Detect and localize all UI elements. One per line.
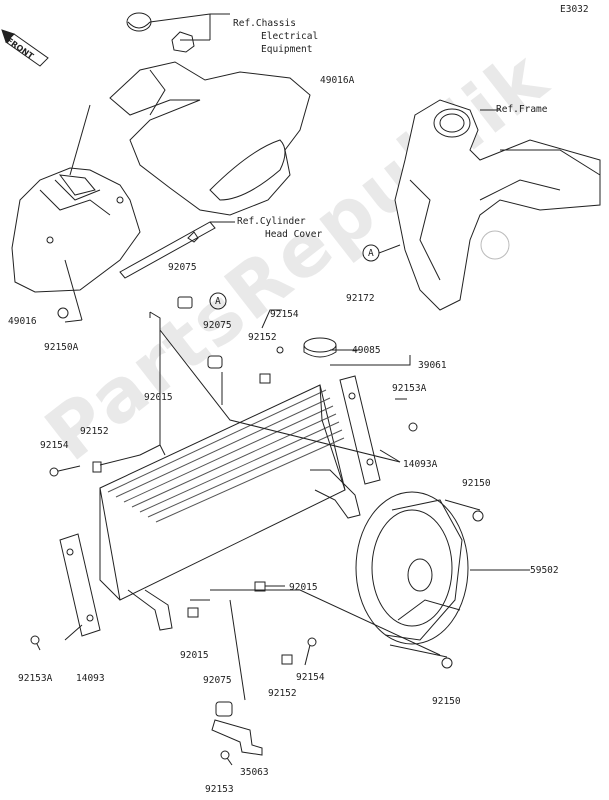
- callout-92154-left[interactable]: 92154: [40, 440, 69, 451]
- callout-92153A-left[interactable]: 92153A: [18, 673, 53, 684]
- ref-cylinder-line2: Head Cover: [265, 229, 323, 240]
- marker-a-left: A: [215, 296, 221, 307]
- callout-92075-bottom[interactable]: 92075: [203, 675, 232, 686]
- callout-92150A[interactable]: 92150A: [44, 342, 79, 353]
- radiator-cap-icon: [303, 337, 337, 358]
- callout-92150-bottom[interactable]: 92150: [432, 696, 461, 707]
- grommet-icon: [177, 296, 233, 717]
- callout-92152-top[interactable]: 92152: [248, 332, 277, 343]
- bracket-35063-icon: [211, 719, 263, 756]
- clip-icon: [92, 373, 293, 665]
- callout-92150-top[interactable]: 92150: [462, 478, 491, 489]
- callout-92015-left[interactable]: 92015: [144, 392, 173, 403]
- chassis-electrical-part-icon: [126, 12, 195, 53]
- ref-chassis-line1: Ref.Chassis: [233, 18, 296, 29]
- callout-92153[interactable]: 92153: [205, 784, 234, 795]
- frame-icon: [394, 99, 601, 311]
- radiator-icon: [99, 384, 361, 631]
- callout-14093[interactable]: 14093: [76, 673, 105, 684]
- ref-chassis-line3: Equipment: [261, 44, 313, 55]
- callout-49016[interactable]: 49016: [8, 316, 37, 327]
- callout-92015-mid[interactable]: 92015: [289, 582, 318, 593]
- callout-39061[interactable]: 39061: [418, 360, 447, 371]
- marker-a-right: A: [368, 248, 374, 259]
- callout-92153A-right[interactable]: 92153A: [392, 383, 427, 394]
- callout-92172[interactable]: 92172: [346, 293, 375, 304]
- cover-49016A-icon: [109, 61, 311, 216]
- callout-14093A[interactable]: 14093A: [403, 459, 438, 470]
- bracket-14093-icon: [59, 533, 101, 637]
- ref-frame: Ref.Frame: [496, 104, 548, 115]
- fan-59502-icon: [355, 491, 469, 645]
- ref-chassis-line2: Electrical: [261, 31, 319, 42]
- callout-92075-top[interactable]: 92075: [168, 262, 197, 273]
- ref-cylinder-line1: Ref.Cylinder: [237, 216, 306, 227]
- callout-92152-bottom[interactable]: 92152: [268, 688, 297, 699]
- callout-35063[interactable]: 35063: [240, 767, 269, 778]
- callout-92152-left[interactable]: 92152: [80, 426, 109, 437]
- front-arrow-icon: [1, 29, 49, 67]
- shroud-49016-icon: [11, 167, 141, 293]
- callout-49085[interactable]: 49085: [352, 345, 381, 356]
- diagram-code: E3032: [560, 4, 589, 15]
- callout-92015-bottom[interactable]: 92015: [180, 650, 209, 661]
- callout-49016A[interactable]: 49016A: [320, 75, 355, 86]
- cylinder-head-bracket-icon: [119, 221, 216, 279]
- callout-92075-mid[interactable]: 92075: [203, 320, 232, 331]
- bolt-icon: [30, 307, 484, 766]
- bracket-14093A-icon: [339, 375, 381, 485]
- callout-92154-bottom[interactable]: 92154: [296, 672, 325, 683]
- callout-59502[interactable]: 59502: [530, 565, 559, 576]
- callout-92154-top[interactable]: 92154: [270, 309, 299, 320]
